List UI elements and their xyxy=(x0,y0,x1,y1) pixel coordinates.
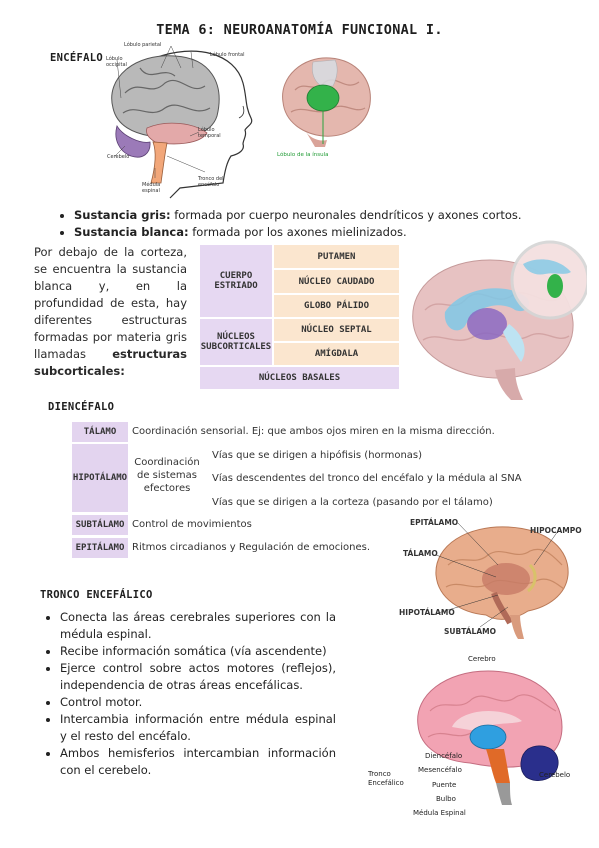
label-hipotalamo: HIPOTÁLAMO xyxy=(72,444,128,512)
label-cerebelo-img: Cerebelo xyxy=(539,771,571,779)
cell-amigdala: AMÍGDALA xyxy=(274,343,399,365)
text-epitalamo: Ritmos circadianos y Regulación de emoci… xyxy=(132,542,371,553)
label-img-hipotalamo: HIPOTÁLAMO xyxy=(399,608,455,617)
cell-nucleos-basales: NÚCLEOS BASALES xyxy=(200,367,399,389)
via-hipofisis: Vías que se dirigen a hipófisis (hormona… xyxy=(212,450,423,461)
label-img-epitalamo: EPITÁLAMO xyxy=(410,518,459,527)
cell-cuerpo-estriado: CUERPO ESTRIADO xyxy=(200,245,272,317)
tronco-item: Ejerce control sobre actos motores (refl… xyxy=(60,660,336,694)
text-hipotalamo-middle: Coordinación de sistemas efectores xyxy=(134,457,200,494)
label-tronco: Tronco del encéfalo xyxy=(198,176,224,188)
bullets-sustancia: Sustancia gris: formada por cuerpo neuro… xyxy=(58,207,558,241)
label-puente: Puente xyxy=(432,781,457,789)
diencefalo-illustration xyxy=(398,515,583,640)
label-parietal: Lóbulo parietal xyxy=(124,42,162,48)
label-medula: Médula espinal xyxy=(142,182,161,194)
label-mesencefalo: Mesencéfalo xyxy=(418,766,462,774)
label-frontal: Lóbulo frontal xyxy=(210,52,245,58)
via-descendentes: Vías descendentes del tronco del encéfal… xyxy=(212,473,522,484)
basal-ganglia-illustration xyxy=(405,240,590,402)
tronco-item: Control motor. xyxy=(60,694,336,711)
tronco-item: Recibe información somática (vía ascende… xyxy=(60,643,336,660)
label-occipital: Lóbulo occipital xyxy=(106,56,127,68)
label-medula-espinal: Médula Espinal xyxy=(413,809,466,817)
label-diencefalo: Diencéfalo xyxy=(425,752,463,760)
section-heading-encefalo: ENCÉFALO xyxy=(50,52,103,64)
label-insula: Lóbulo de la ínsula xyxy=(277,152,329,158)
label-cerebelo: Cerebelo xyxy=(107,154,130,160)
bullet-sustancia-gris: Sustancia gris: formada por cuerpo neuro… xyxy=(74,207,558,224)
tronco-item: Ambos hemisferios intercambian informaci… xyxy=(60,745,336,779)
section-heading-tronco: TRONCO ENCEFÁLICO xyxy=(40,589,153,601)
label-img-talamo: TÁLAMO xyxy=(403,549,438,558)
cell-putamen: PUTAMEN xyxy=(274,245,399,268)
text-subtalamo: Control de movimientos xyxy=(132,519,252,530)
label-subtalamo: SUBTÁLAMO xyxy=(72,515,128,535)
text-talamo: Coordinación sensorial. Ej: que ambos oj… xyxy=(132,426,495,437)
label-epitalamo: EPITÁLAMO xyxy=(72,538,128,558)
cell-nucleos-subcorticales: NÚCLEOS SUBCORTICALES xyxy=(200,319,272,365)
subcortical-paragraph: Por debajo de la corteza, se encuentra l… xyxy=(34,245,187,378)
label-img-subtalamo: SUBTÁLAMO xyxy=(444,627,496,636)
tronco-bullets: Conecta las áreas cerebrales superiores … xyxy=(44,609,336,779)
label-tronco-encefalico: Tronco Encefálico xyxy=(368,770,404,787)
via-corteza: Vías que se dirigen a la corteza (pasand… xyxy=(212,497,493,508)
label-img-hipocampo: HIPOCAMPO xyxy=(530,526,582,535)
tronco-item: Conecta las áreas cerebrales superiores … xyxy=(60,609,336,643)
brain-sagittal-illustration xyxy=(410,665,570,805)
cell-septal: NÚCLEO SEPTAL xyxy=(274,319,399,341)
cell-caudado: NÚCLEO CAUDADO xyxy=(274,270,399,293)
label-temporal: Lóbulo temporal xyxy=(198,127,221,139)
head-lobes-illustration xyxy=(95,38,260,200)
label-bulbo: Bulbo xyxy=(436,795,456,803)
label-cerebro: Cerebro xyxy=(468,655,496,663)
subcortical-table: CUERPO ESTRIADO NÚCLEOS SUBCORTICALES PU… xyxy=(200,245,399,389)
tronco-item: Intercambia información entre médula esp… xyxy=(60,711,336,745)
cell-palido: GLOBO PÁLIDO xyxy=(274,295,399,317)
page-title: TEMA 6: NEUROANATOMÍA FUNCIONAL I. xyxy=(156,22,443,38)
insula-brain-illustration xyxy=(275,52,375,147)
section-heading-diencefalo: DIENCÉFALO xyxy=(48,401,115,413)
bullet-sustancia-blanca: Sustancia blanca: formada por los axones… xyxy=(74,224,558,241)
label-talamo: TÁLAMO xyxy=(72,422,128,442)
